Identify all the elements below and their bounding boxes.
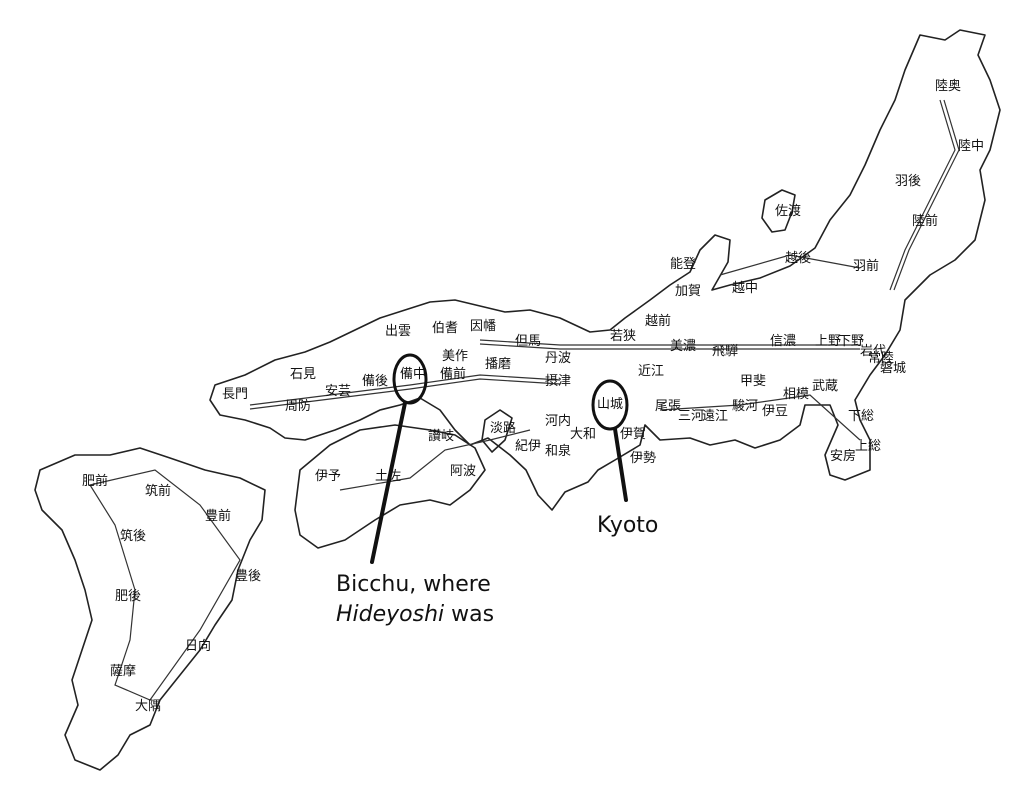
province-label: 伯耆	[432, 321, 458, 336]
province-label: 安房	[830, 448, 856, 464]
province-label: 備前	[440, 366, 466, 382]
province-label: 筑後	[120, 528, 146, 544]
province-label: 摂津	[545, 373, 571, 389]
province-label: 筑前	[145, 483, 171, 499]
province-label: 加賀	[675, 284, 701, 299]
honshu-coastline	[209, 29, 1001, 511]
province-labels: 陸奥 陸中 羽後 陸前 羽前 岩代 磐城 佐渡 越後 能登 加賀 越中 越前 若…	[82, 78, 984, 714]
province-label: 若狭	[610, 328, 636, 344]
province-label: 豊後	[235, 569, 261, 584]
road-network	[89, 99, 960, 701]
kyoto-pointer-line	[613, 427, 628, 502]
kyoto-annotation: Kyoto	[597, 511, 658, 541]
province-label: 安芸	[325, 383, 351, 399]
province-label: 下総	[848, 409, 874, 424]
province-label: 阿波	[450, 464, 476, 479]
province-label: 備中	[400, 366, 426, 382]
province-label: 肥前	[82, 473, 108, 489]
province-label: 越中	[732, 281, 758, 296]
province-label: 豊前	[205, 508, 231, 524]
bicchu-annotation: Bicchu, where Hideyoshi was	[336, 570, 494, 630]
province-label: 美作	[442, 349, 468, 364]
province-label: 岩代	[860, 344, 886, 359]
province-label: 信濃	[770, 334, 796, 349]
province-label: 伊賀	[620, 427, 646, 442]
province-label: 上野	[815, 334, 841, 349]
province-label: 羽後	[895, 174, 921, 189]
province-label: 淡路	[490, 420, 516, 436]
bicchu-annotation-tail: was	[444, 602, 495, 627]
kyoto-label: Kyoto	[597, 513, 659, 538]
bicchu-highlight-oval	[392, 353, 428, 405]
shikoku-coastline	[294, 424, 486, 549]
province-label: 因幡	[470, 319, 496, 334]
province-label: 長門	[222, 387, 248, 402]
kyushu-coastline	[34, 447, 266, 771]
hideyoshi-name: Hideyoshi	[336, 602, 445, 627]
province-label: 尾張	[655, 399, 681, 414]
province-label: 讃岐	[428, 429, 454, 444]
province-label: 飛騨	[712, 344, 738, 359]
province-label: 山城	[597, 397, 623, 412]
province-label: 和泉	[545, 443, 571, 459]
province-label: 陸奥	[935, 78, 961, 94]
province-label: 石見	[290, 367, 316, 382]
sado-coastline	[761, 189, 796, 233]
kyoto-highlight-oval	[591, 379, 629, 431]
province-label: 伊勢	[630, 451, 656, 466]
province-label: 周防	[285, 398, 311, 414]
province-label: 伊豆	[762, 404, 788, 419]
province-label: 伊予	[315, 469, 341, 484]
province-label: 陸前	[912, 213, 938, 229]
province-label: 肥後	[115, 589, 141, 604]
province-label: 相模	[783, 387, 809, 402]
province-label: 甲斐	[740, 374, 766, 389]
province-label: 大隅	[135, 699, 161, 714]
province-label: 磐城	[880, 361, 906, 376]
province-label: 駿河	[732, 399, 758, 414]
province-label: 近江	[638, 364, 664, 379]
province-label: 羽前	[853, 258, 879, 274]
bicchu-annotation-line1: Bicchu, where	[336, 572, 491, 597]
province-label: 佐渡	[775, 203, 801, 219]
province-label: 越前	[645, 313, 671, 329]
province-label: 下野	[838, 334, 864, 349]
province-label: 出雲	[385, 324, 411, 339]
province-label: 武蔵	[812, 379, 838, 394]
province-label: 丹波	[545, 351, 571, 366]
province-label: 越後	[785, 251, 811, 266]
province-label: 能登	[670, 257, 696, 272]
province-label: 陸中	[958, 138, 984, 154]
province-label: 上総	[855, 439, 881, 454]
province-label: 日向	[185, 638, 211, 654]
province-label: 備後	[362, 373, 388, 389]
province-label: 三河	[678, 409, 704, 424]
province-label: 遠江	[702, 409, 728, 424]
awaji-coastline	[481, 409, 513, 453]
province-label: 大和	[570, 427, 596, 442]
province-label: 但馬	[515, 334, 541, 349]
province-label: 河内	[545, 413, 571, 429]
bicchu-pointer-line	[370, 401, 407, 564]
province-label: 常陸	[868, 350, 894, 366]
province-label: 美濃	[670, 339, 696, 354]
province-label: 薩摩	[110, 663, 136, 679]
province-label: 紀伊	[515, 439, 541, 454]
province-label: 播磨	[485, 357, 511, 372]
